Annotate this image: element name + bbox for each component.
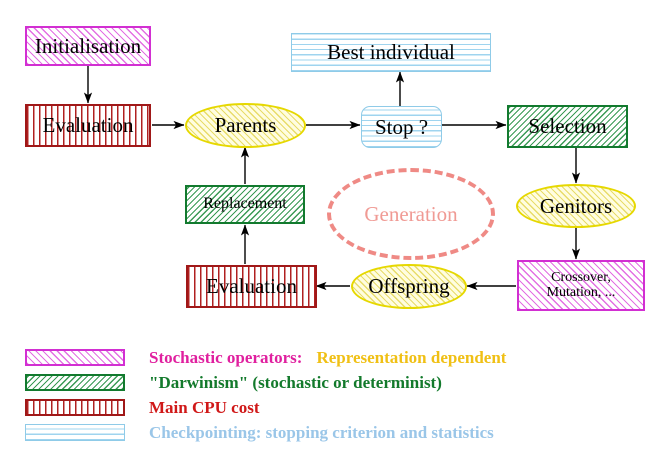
best-individual-label: Best individual bbox=[327, 40, 455, 65]
crossover-mutation-label: Crossover, Mutation, ... bbox=[546, 269, 616, 300]
legend: Stochastic operators: Representation depe… bbox=[25, 345, 645, 445]
initialisation-label: Initialisation bbox=[34, 33, 142, 58]
node-parents[interactable]: Parents bbox=[185, 103, 306, 148]
node-best-individual[interactable]: Best individual bbox=[291, 33, 491, 72]
legend-text-secondary: Representation dependent bbox=[316, 347, 507, 367]
legend-text-primary: "Darwinism" (stochastic or determinist) bbox=[149, 372, 442, 392]
legend-row: "Darwinism" (stochastic or determinist) bbox=[25, 370, 645, 395]
offspring-label: Offspring bbox=[368, 274, 450, 299]
node-crossover-mutation[interactable]: Crossover, Mutation, ... bbox=[517, 260, 645, 311]
node-stop[interactable]: Stop ? bbox=[361, 106, 442, 148]
node-initialisation[interactable]: Initialisation bbox=[25, 26, 151, 66]
selection-label: Selection bbox=[528, 114, 607, 139]
parents-label: Parents bbox=[214, 113, 277, 138]
legend-row: Checkpointing: stopping criterion and st… bbox=[25, 420, 645, 445]
legend-swatch-stochastic-operators bbox=[25, 349, 125, 366]
generation-region: Generation bbox=[327, 168, 495, 260]
evaluation-bottom-label: Evaluation bbox=[206, 274, 297, 299]
replacement-label: Replacement bbox=[203, 195, 287, 213]
legend-label-checkpointing: Checkpointing: stopping criterion and st… bbox=[149, 423, 494, 443]
legend-swatch-checkpointing bbox=[25, 424, 125, 441]
legend-swatch-darwinism bbox=[25, 374, 125, 391]
legend-row: Main CPU cost bbox=[25, 395, 645, 420]
legend-row: Stochastic operators: Representation depe… bbox=[25, 345, 645, 370]
legend-swatch-main-cpu-cost bbox=[25, 399, 125, 416]
legend-label-main-cpu-cost: Main CPU cost bbox=[149, 398, 259, 418]
node-genitors[interactable]: Genitors bbox=[516, 184, 636, 228]
stop-label: Stop ? bbox=[374, 114, 429, 139]
generation-label: Generation bbox=[364, 201, 458, 226]
evaluation-top-label: Evaluation bbox=[42, 113, 134, 138]
node-replacement[interactable]: Replacement bbox=[185, 185, 305, 224]
legend-text-primary: Checkpointing: stopping criterion and st… bbox=[149, 422, 494, 442]
legend-label-darwinism: "Darwinism" (stochastic or determinist) bbox=[149, 373, 442, 393]
node-evaluation-bottom[interactable]: Evaluation bbox=[186, 265, 317, 308]
genitors-label: Genitors bbox=[539, 193, 613, 218]
node-selection[interactable]: Selection bbox=[507, 105, 628, 148]
legend-text-primary: Stochastic operators: bbox=[149, 347, 303, 367]
node-offspring[interactable]: Offspring bbox=[351, 264, 467, 309]
node-evaluation-top[interactable]: Evaluation bbox=[25, 104, 151, 147]
legend-label-stochastic-operators: Stochastic operators: Representation depe… bbox=[149, 348, 506, 368]
legend-text-primary: Main CPU cost bbox=[149, 397, 260, 417]
